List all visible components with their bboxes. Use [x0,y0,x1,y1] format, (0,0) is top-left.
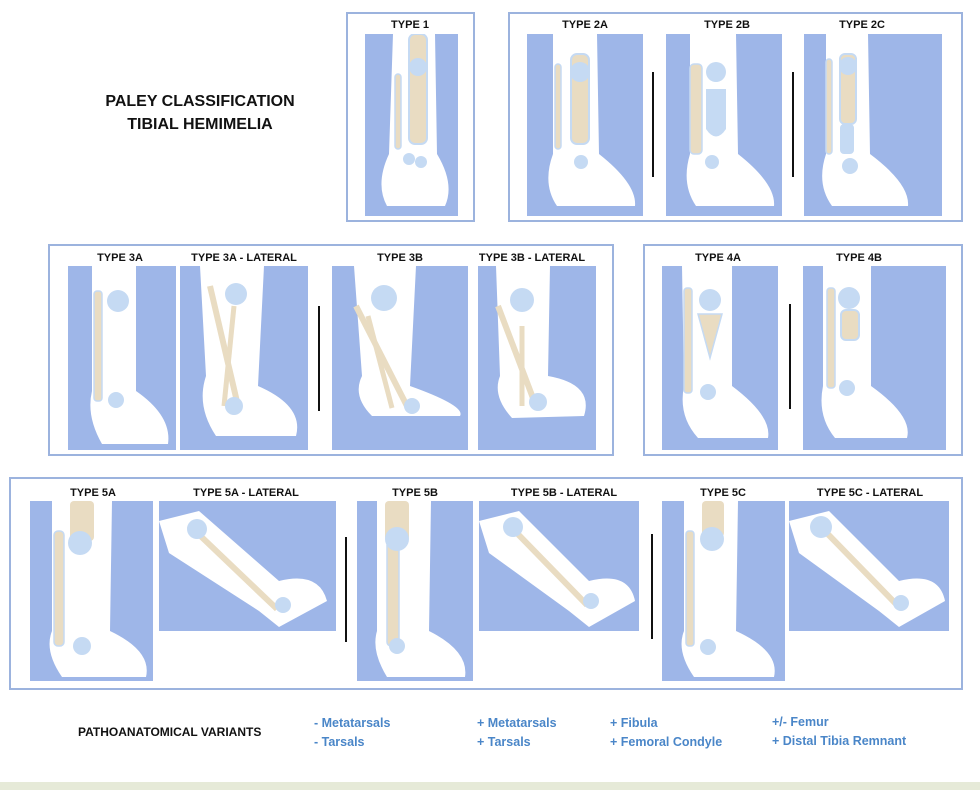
leg-illustration [681,501,775,677]
label-type-5a-lateral: TYPE 5A - LATERAL [193,487,299,499]
divider [652,72,654,177]
panel-type-5a-lateral [159,501,336,631]
label-type-5c: TYPE 5C [700,487,746,499]
panel-type-5a [30,501,153,681]
label-type-4a: TYPE 4A [695,252,741,264]
label-type-4b: TYPE 4B [836,252,882,264]
variant-text: + Femoral Condyle [610,735,723,749]
leg-illustration [789,511,945,627]
variant-text: + Distal Tibia Remnant [772,734,907,748]
divider [651,534,653,639]
variant-text: + Fibula [610,716,658,730]
divider [318,306,320,411]
group-type-2: TYPE 2A TYPE 2B TYPE 2C [508,12,963,222]
label-type-5c-lateral: TYPE 5C - LATERAL [816,487,924,499]
group-type-3: TYPE 3A TYPE 3A - LATERAL TYPE 3B TYPE 3… [48,244,614,456]
label-type-5b: TYPE 5B [392,487,438,499]
label-type-1: TYPE 1 [391,19,429,31]
panel-type-5c [662,501,785,681]
panel-type-5b [357,501,473,681]
panel-type-2c [804,34,942,216]
leg-illustration [353,266,461,416]
group-type-4: TYPE 4A TYPE 4B [643,244,963,456]
variant-text: + Tarsals [477,735,531,749]
variant-text: +/- Femur [772,715,829,729]
panel-type-2b [666,34,782,216]
leg-illustration [375,501,466,677]
leg-illustration [159,511,327,627]
leg-illustration [495,266,586,418]
group-type-1: TYPE 1 [346,12,475,222]
variant-3: + Fibula + Femoral Condyle [610,714,722,752]
variant-text: + Metatarsals [477,716,557,730]
label-type-5b-lateral: TYPE 5B - LATERAL [510,487,618,499]
leg-illustration [822,34,909,206]
panel-type-2a [527,34,643,216]
label-type-3a: TYPE 3A [97,252,143,264]
label-type-2b: TYPE 2B [704,19,750,31]
panel-type-4b [803,266,946,450]
legend-label: PATHOANATOMICAL VARIANTS [78,725,262,739]
label-type-3a-lateral: TYPE 3A - LATERAL [191,252,297,264]
label-type-2a: TYPE 2A [562,19,608,31]
variant-text: - Tarsals [314,735,365,749]
label-type-2c: TYPE 2C [839,19,885,31]
leg-illustration [49,501,147,677]
leg-illustration [200,266,298,436]
leg-illustration [479,511,635,627]
title-line-2: TIBIAL HEMIMELIA [127,116,273,133]
panel-type-4a [662,266,778,450]
leg-illustration [682,266,769,438]
leg-illustration [90,266,169,444]
label-type-3b: TYPE 3B [377,252,423,264]
leg-illustration [686,34,775,206]
panel-type-1 [365,34,458,216]
label-type-5a: TYPE 5A [70,487,116,499]
divider [789,304,791,409]
leg-illustration [821,266,908,438]
panel-type-3a-lateral [180,266,308,450]
leg-illustration [548,34,636,206]
variant-text: - Metatarsals [314,716,391,730]
leg-illustration [381,34,449,206]
divider [792,72,794,177]
panel-type-5b-lateral [479,501,639,631]
panel-type-5c-lateral [789,501,949,631]
panel-type-3b [332,266,468,450]
variant-2: + Metatarsals + Tarsals [477,714,557,752]
title-line-1: PALEY CLASSIFICATION [105,93,295,110]
panel-type-3a [68,266,176,450]
variant-1: - Metatarsals - Tarsals [314,714,390,752]
bottom-bar [0,782,980,790]
divider [345,537,347,642]
group-type-5: TYPE 5A TYPE 5A - LATERAL TYPE 5B TYPE 5… [9,477,963,690]
variant-4: +/- Femur + Distal Tibia Remnant [772,713,906,751]
page-title: PALEY CLASSIFICATION TIBIAL HEMIMELIA [70,90,330,136]
label-type-3b-lateral: TYPE 3B - LATERAL [478,252,586,264]
panel-type-3b-lateral [478,266,596,450]
